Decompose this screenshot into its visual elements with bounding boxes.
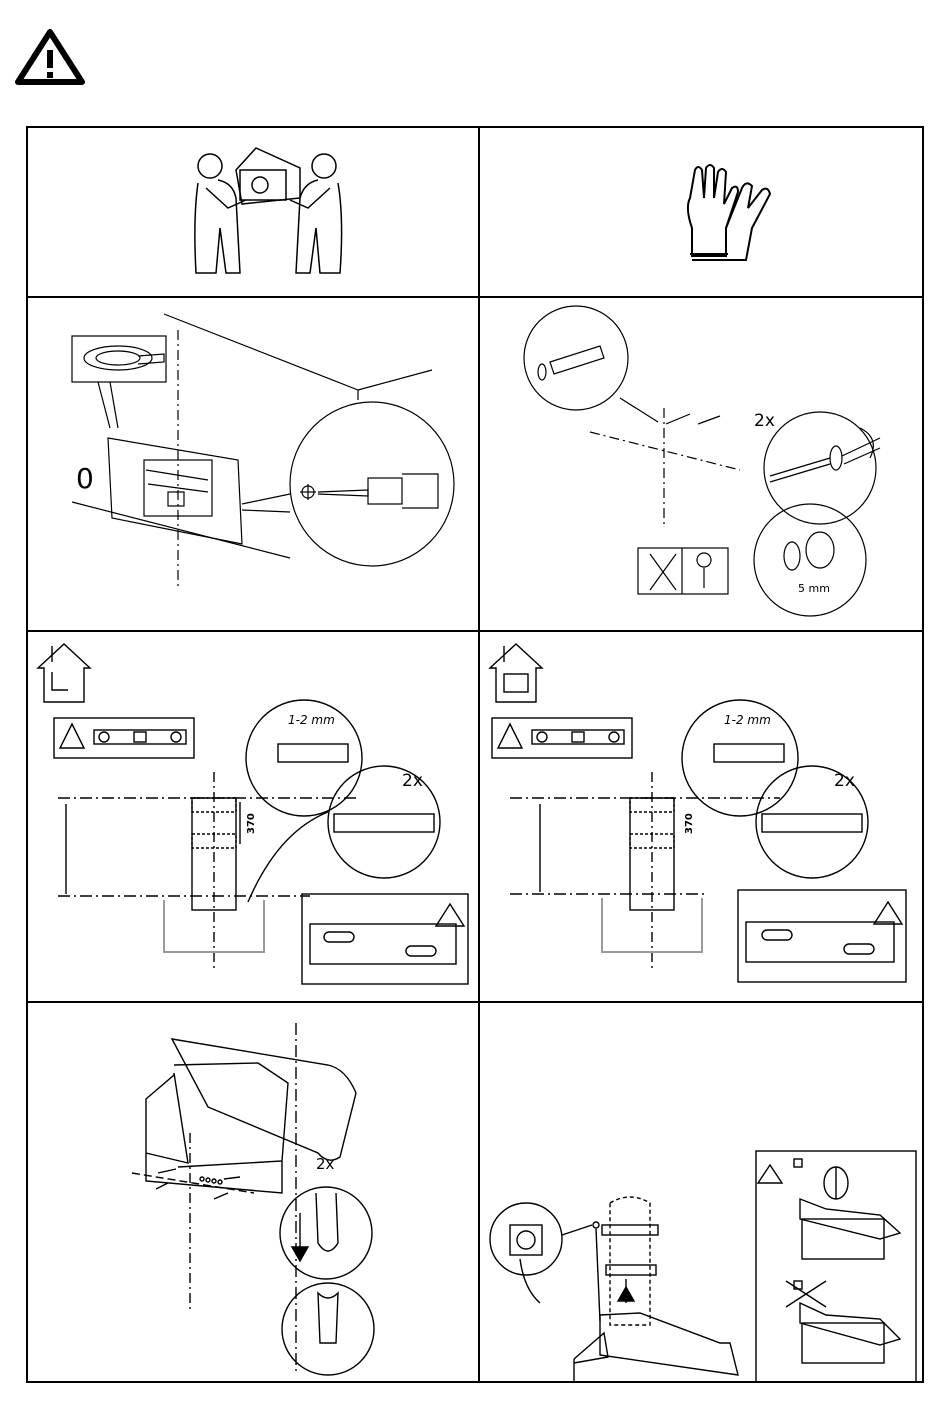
hang-hood-illustration: 2x: [28, 1003, 478, 1383]
drill-illustration: 0: [28, 298, 478, 630]
bracket-install-left-panel: 1-2 mm 370 2x: [28, 632, 478, 1001]
gloves-panel: [480, 128, 924, 296]
house-icon: [38, 644, 90, 702]
gap-label: 1-2 mm: [724, 713, 771, 727]
bracket-left-illustration: 1-2 mm 370 2x: [28, 632, 478, 1001]
distance-label: 370: [246, 813, 257, 834]
bracket-install-right-panel: 1-2 mm 370 2x: [480, 632, 924, 1001]
bracket-right-illustration: 1-2 mm 370 2x: [480, 632, 924, 1001]
zero-label: 0: [76, 462, 94, 495]
washer-dimension-label: 5 mm: [798, 582, 830, 595]
two-person-lift-panel: [28, 128, 478, 296]
distance-label: 370: [684, 813, 695, 834]
screw-count-label: 2x: [754, 411, 775, 431]
screws-illustration: 2x 5 mm: [480, 298, 924, 630]
warning-triangle-icon: [14, 28, 86, 86]
count-label: 2x: [834, 771, 855, 791]
mark-and-drill-panel: 0: [28, 298, 478, 630]
two-people-icon: [28, 128, 478, 296]
count-label: 2x: [316, 1155, 335, 1173]
hang-hood-panel: 2x: [28, 1003, 478, 1383]
chimney-connect-panel: [480, 1003, 924, 1383]
house-recirculation-icon: [490, 644, 542, 702]
count-label: 2x: [402, 771, 423, 791]
gap-label: 1-2 mm: [288, 713, 335, 727]
chimney-connect-illustration: [480, 1003, 924, 1383]
gloves-icon: [480, 128, 924, 296]
instruction-grid: 0: [26, 126, 924, 1383]
screws-panel: 2x 5 mm: [480, 298, 924, 630]
